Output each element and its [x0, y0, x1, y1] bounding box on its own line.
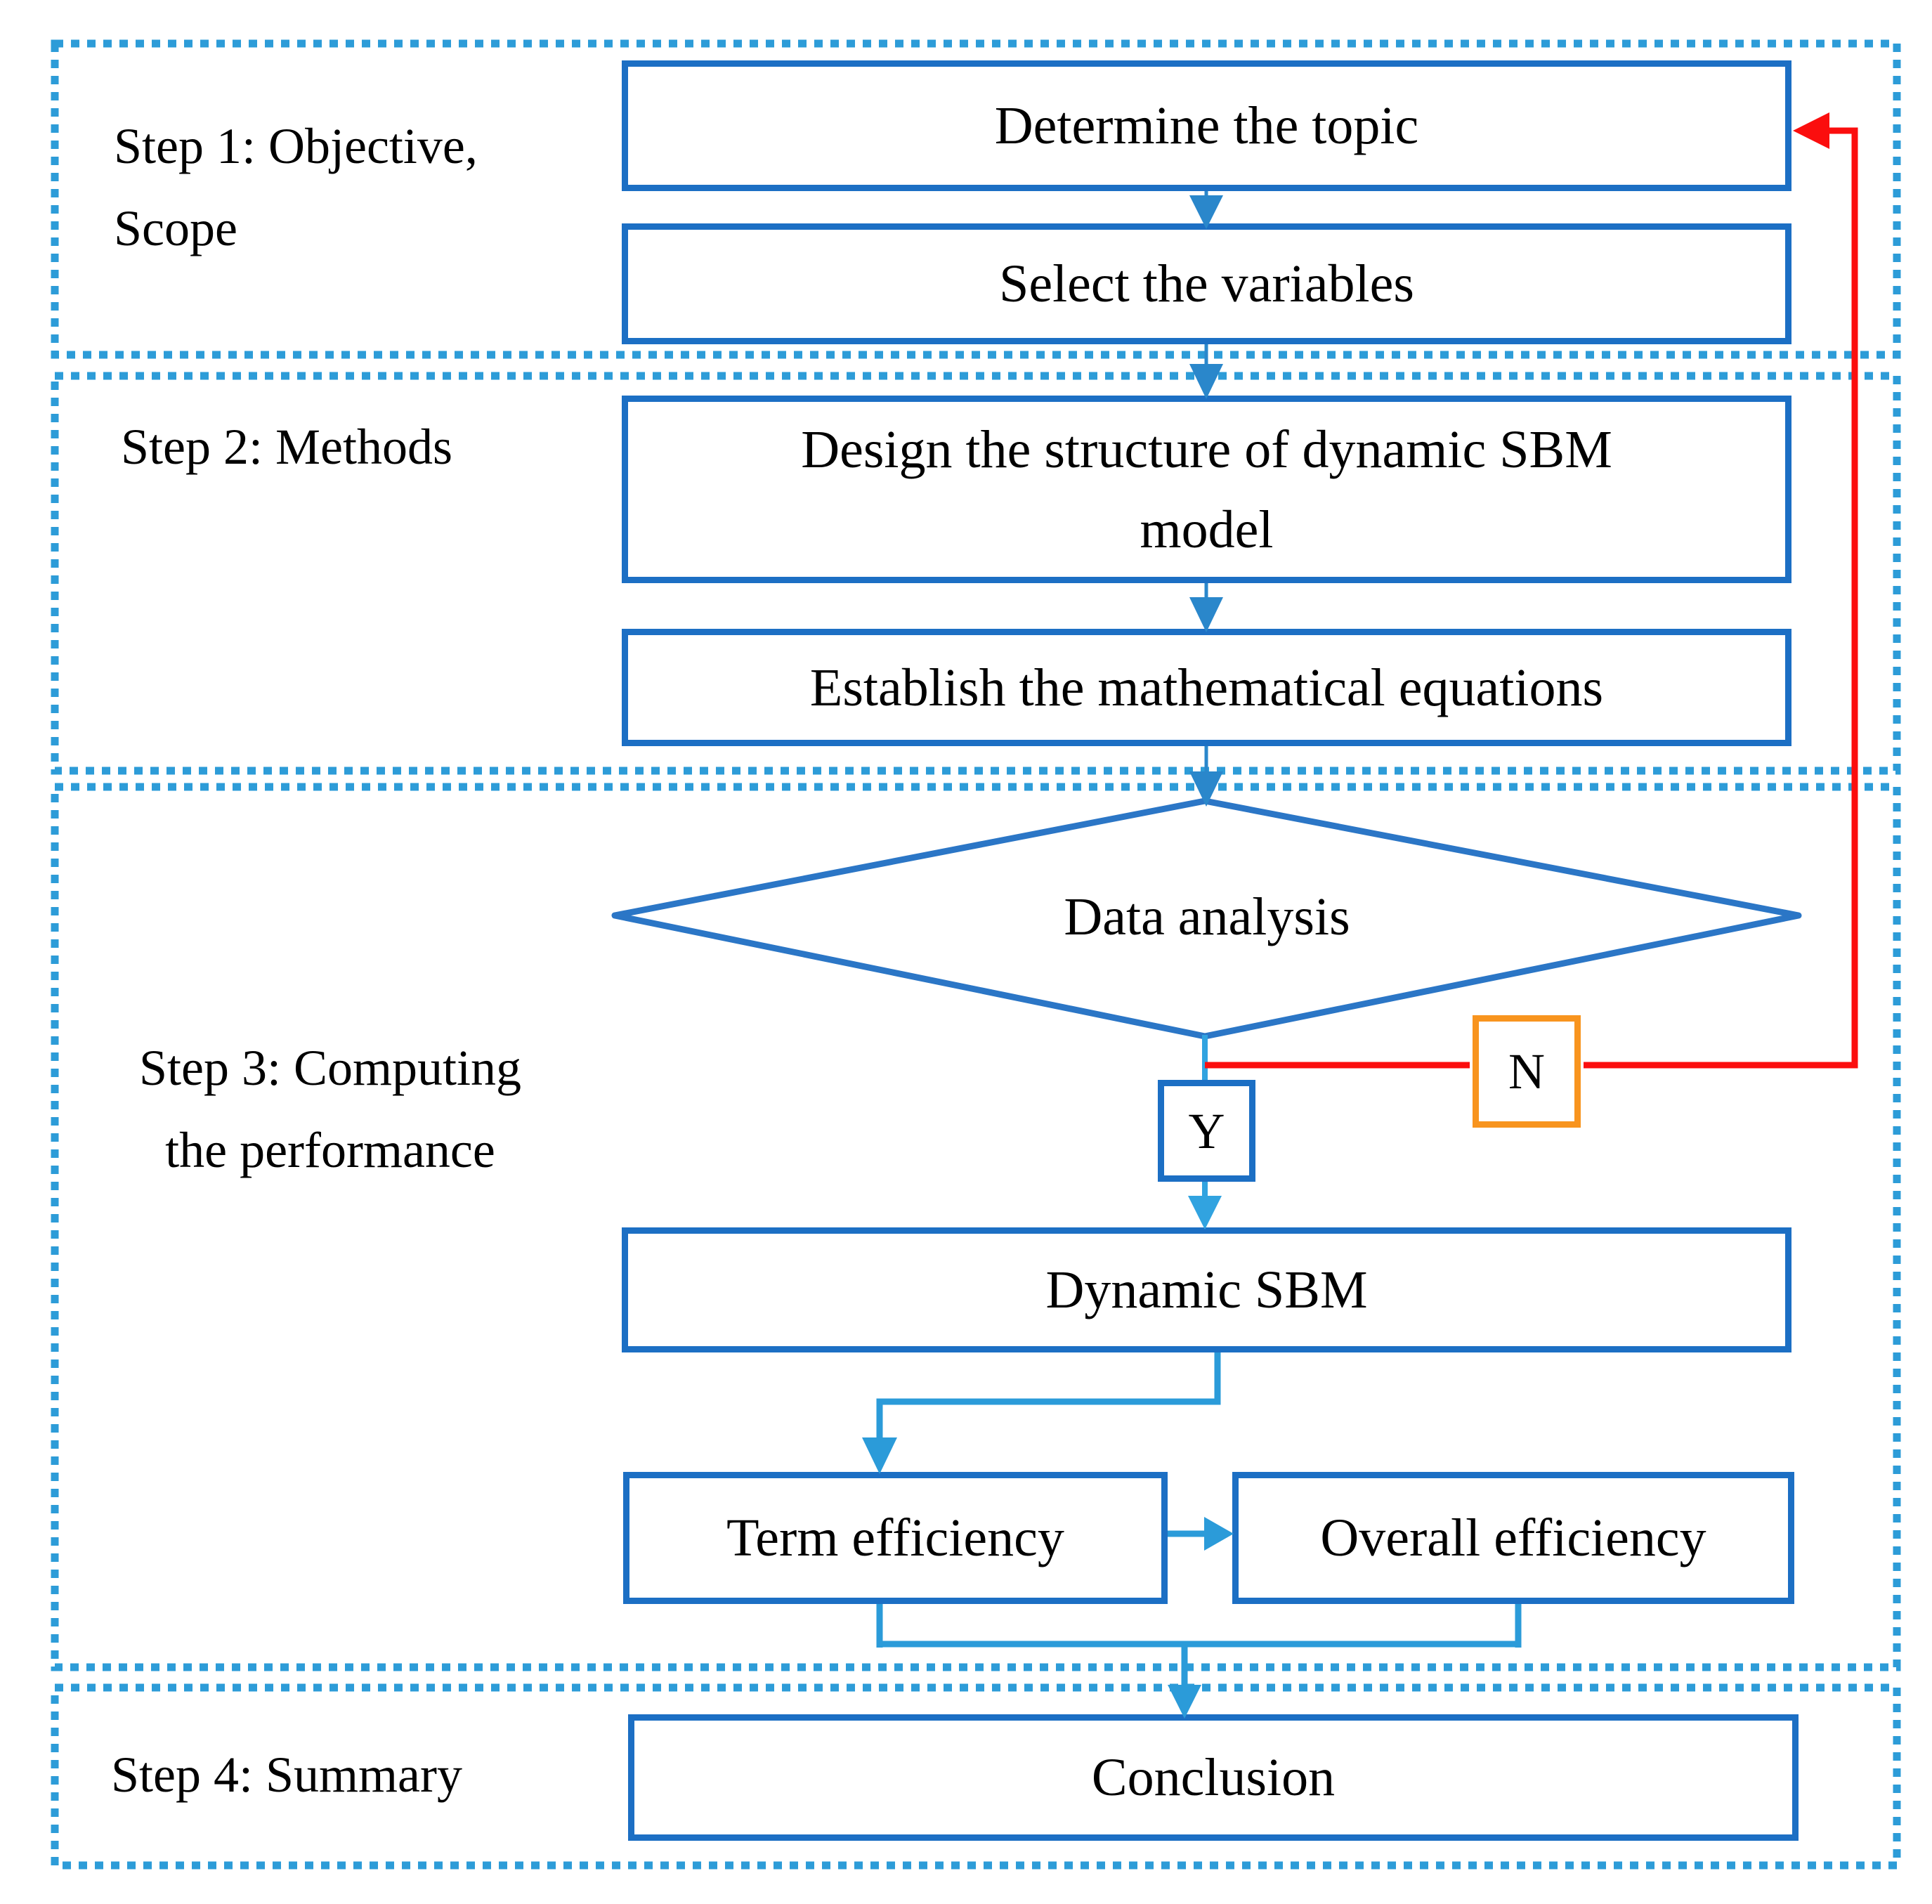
arrowhead-dynamic-to-term — [862, 1437, 897, 1474]
conclusion-box: Conclusion — [628, 1714, 1799, 1841]
overall-efficiency-box: Overall efficiency — [1232, 1472, 1794, 1604]
arrowhead-term-to-overall — [1204, 1517, 1234, 1551]
dynamic-sbm-box: Dynamic SBM — [622, 1227, 1791, 1352]
arrowhead-select-to-design — [1189, 364, 1223, 399]
step3-label: Step 3: Computing the performance — [84, 1027, 576, 1192]
arrowhead-join-to-conclusion — [1168, 1685, 1201, 1719]
step1-label-line1: Step 1: Objective, — [114, 118, 478, 174]
establish-equations-box: Establish the mathematical equations — [622, 629, 1791, 746]
design-structure-box: Design the structure of dynamic SBM mode… — [622, 396, 1791, 583]
arrowhead-red-feedback — [1793, 112, 1829, 149]
data-analysis-label: Data analysis — [1064, 887, 1350, 946]
step3-label-line1: Step 3: Computing — [138, 1040, 522, 1096]
step3-label-line2: the performance — [165, 1122, 495, 1178]
arrowhead-yes-to-dynamic — [1188, 1196, 1222, 1230]
step2-label: Step 2: Methods — [121, 406, 452, 488]
step1-label: Step 1: Objective, Scope — [114, 105, 478, 270]
decision-yes-box: Y — [1158, 1080, 1255, 1182]
step4-label-line1: Step 4: Summary — [111, 1747, 462, 1803]
step1-label-line2: Scope — [114, 200, 237, 256]
dynamic-to-term-elbow — [876, 1351, 1221, 1440]
arrowhead-establish-to-diamond — [1189, 771, 1223, 807]
step4-label: Step 4: Summary — [111, 1734, 462, 1816]
select-variables-box: Select the variables — [622, 223, 1791, 344]
design-structure-text: Design the structure of dynamic SBM mode… — [801, 419, 1612, 559]
term-efficiency-box: Term efficiency — [623, 1472, 1168, 1604]
determine-topic-box: Determine the topic — [622, 60, 1791, 191]
arrowhead-design-to-establish — [1189, 597, 1223, 632]
decision-no-box: N — [1473, 1015, 1581, 1128]
step2-label-line1: Step 2: Methods — [121, 419, 453, 475]
